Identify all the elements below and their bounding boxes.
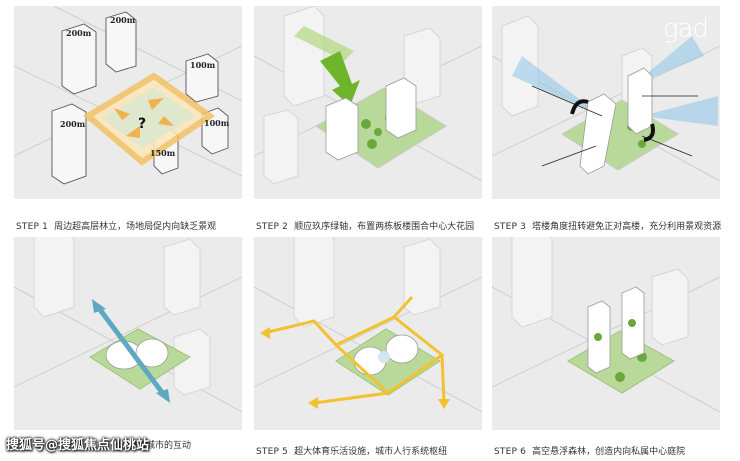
step-text: 顺应玖序绿轴，布置两栋板楼围合中心大花园: [294, 222, 475, 232]
height-label-6: 150m: [150, 148, 176, 158]
diagram-panel-step-4: [14, 237, 242, 430]
diagram-panel-step-5: [254, 237, 482, 430]
height-label-4: 200m: [60, 119, 86, 129]
step-text: 周边超高层林立，场地局促内向缺乏景观: [54, 222, 217, 232]
step-label: STEP 5: [256, 447, 289, 457]
caption-step-5: STEP 5 超大体育乐活设施，城市人行系统枢纽: [256, 444, 447, 457]
height-label-1: 200m: [66, 28, 92, 38]
center-question-mark: ?: [138, 116, 146, 132]
caption-step-2: STEP 2 顺应玖序绿轴，布置两栋板楼围合中心大花园: [256, 219, 474, 232]
step-text: 塔楼角度扭转避免正对高楼，充分利用景观资源: [532, 222, 722, 232]
height-label-3: 100m: [190, 60, 216, 70]
step-label: STEP 2: [256, 222, 289, 232]
caption-step-1: STEP 1 周边超高层林立，场地局促内向缺乏景观: [16, 219, 216, 232]
step-text: 高空悬浮森林，创造内向私属中心庭院: [532, 447, 686, 457]
caption-step-4: 调与城市的互动: [16, 438, 191, 451]
diagram-panel-step-2: [254, 6, 482, 199]
step-label: STEP 6: [494, 447, 527, 457]
caption-step-3: STEP 3 塔楼角度扭转避免正对高楼，充分利用景观资源: [494, 219, 721, 232]
height-label-5: 100m: [204, 118, 230, 128]
logo: gad: [662, 14, 709, 44]
diagram-panel-step-1: ? 200m 200m 100m 200m 100m 150m: [14, 6, 242, 199]
height-label-2: 200m: [110, 15, 136, 25]
step-text: 超大体育乐活设施，城市人行系统枢纽: [294, 447, 448, 457]
step-label: STEP 3: [494, 222, 527, 232]
step-text: 调与城市的互动: [128, 441, 192, 451]
diagram-panel-step-6: [492, 237, 720, 430]
step-label: STEP 1: [16, 222, 49, 232]
diagram-panel-step-3: gad: [492, 6, 720, 199]
caption-step-6: STEP 6 高空悬浮森林，创造内向私属中心庭院: [494, 444, 685, 457]
watermark: 搜狐号@搜狐焦点仙桃站: [6, 438, 150, 453]
